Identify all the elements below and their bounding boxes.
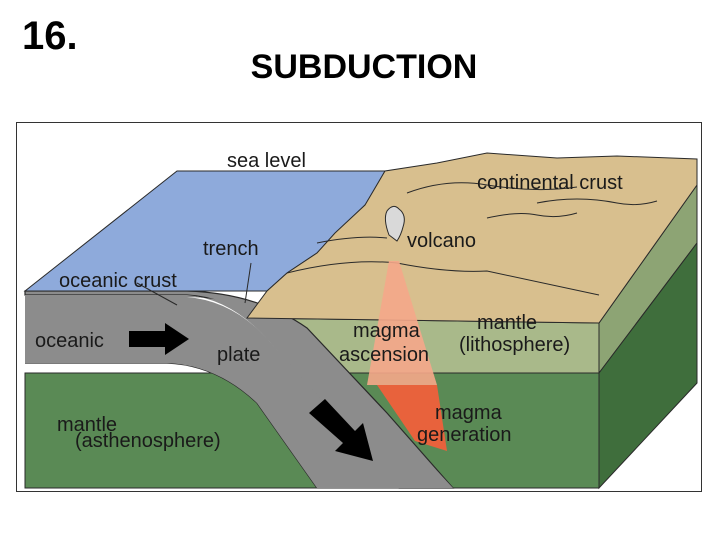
- label-ascension: ascension: [339, 344, 429, 366]
- ridge-line: [536, 198, 658, 206]
- subduction-arrow: [309, 399, 373, 461]
- label-lithosphere: (lithosphere): [459, 334, 570, 356]
- subduction-diagram: sea level continental crust trench volca…: [16, 122, 702, 492]
- magma-generation-zone: [377, 385, 447, 451]
- label-oceanic-crust: oceanic crust: [59, 270, 177, 292]
- label-generation: generation: [417, 424, 512, 446]
- subduction-illustration: sea level continental crust trench volca…: [23, 150, 698, 490]
- continental-surface: [246, 152, 698, 324]
- slide-title: SUBDUCTION: [250, 48, 478, 86]
- label-mantle-lithosphere: mantle: [477, 312, 537, 334]
- label-plate: plate: [217, 344, 260, 366]
- label-mantle-asthenosphere: mantle: [57, 414, 117, 436]
- magma-ascension: [367, 261, 437, 385]
- trench-pointer: [244, 262, 252, 304]
- label-trench: trench: [203, 238, 259, 260]
- slide-number: 16.: [22, 14, 78, 58]
- label-sea-level: sea level: [227, 150, 306, 172]
- ridge-line: [486, 212, 578, 219]
- label-oceanic: oceanic: [35, 330, 104, 352]
- label-magma-2: magma: [435, 402, 503, 424]
- oceanic-plate-fill: [25, 297, 399, 488]
- label-magma-1: magma: [353, 320, 421, 342]
- oceanic-plate-lower-edge: [25, 362, 318, 489]
- oceanic-plate-body: [25, 295, 453, 488]
- plate-motion-arrow: [129, 323, 189, 355]
- ridge-line: [406, 182, 578, 194]
- label-asthenosphere: (asthenosphere): [75, 430, 221, 452]
- label-continental-crust: continental crust: [477, 172, 623, 194]
- ridge-line: [316, 236, 388, 244]
- volcano-plume: [384, 205, 405, 242]
- label-volcano: volcano: [407, 230, 476, 252]
- crust-pointer: [136, 282, 178, 306]
